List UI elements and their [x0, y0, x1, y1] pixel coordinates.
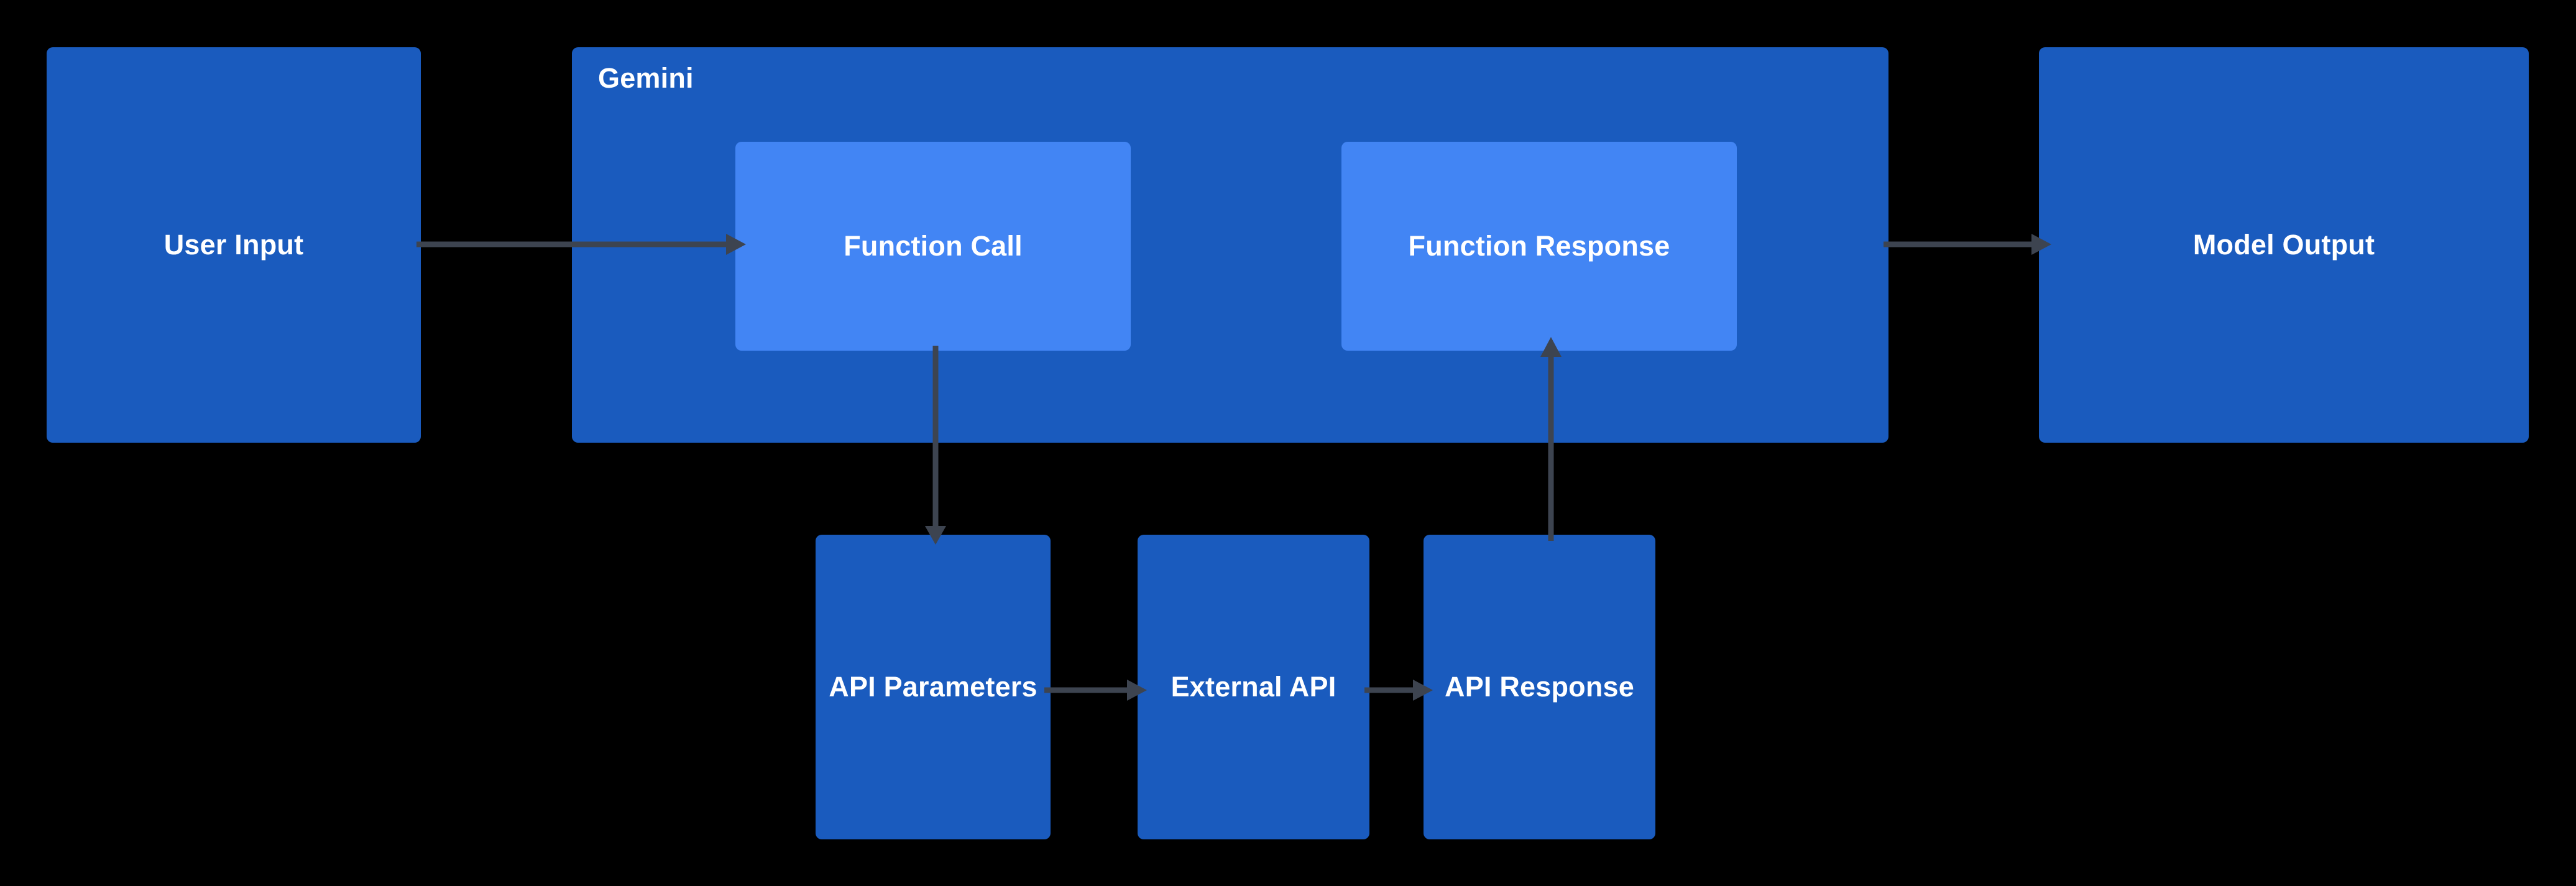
node-api-response[interactable]: API Response [1424, 535, 1655, 839]
node-api-parameters[interactable]: API Parameters [816, 535, 1051, 839]
gemini-group-label: Gemini [598, 62, 694, 94]
node-function-call[interactable]: Function Call [735, 142, 1131, 351]
node-function-response[interactable]: Function Response [1341, 142, 1737, 351]
edge-function-response-to-model-output-arrow-icon [1884, 223, 2051, 266]
edge-api-parameters-to-external-api-arrow-icon [1044, 671, 1147, 709]
node-model-output[interactable]: Model Output [2039, 47, 2529, 443]
node-external-api[interactable]: External API [1138, 535, 1369, 839]
node-user-input[interactable]: User Input [47, 47, 421, 443]
edge-external-api-to-api-response-arrow-icon [1364, 671, 1433, 709]
